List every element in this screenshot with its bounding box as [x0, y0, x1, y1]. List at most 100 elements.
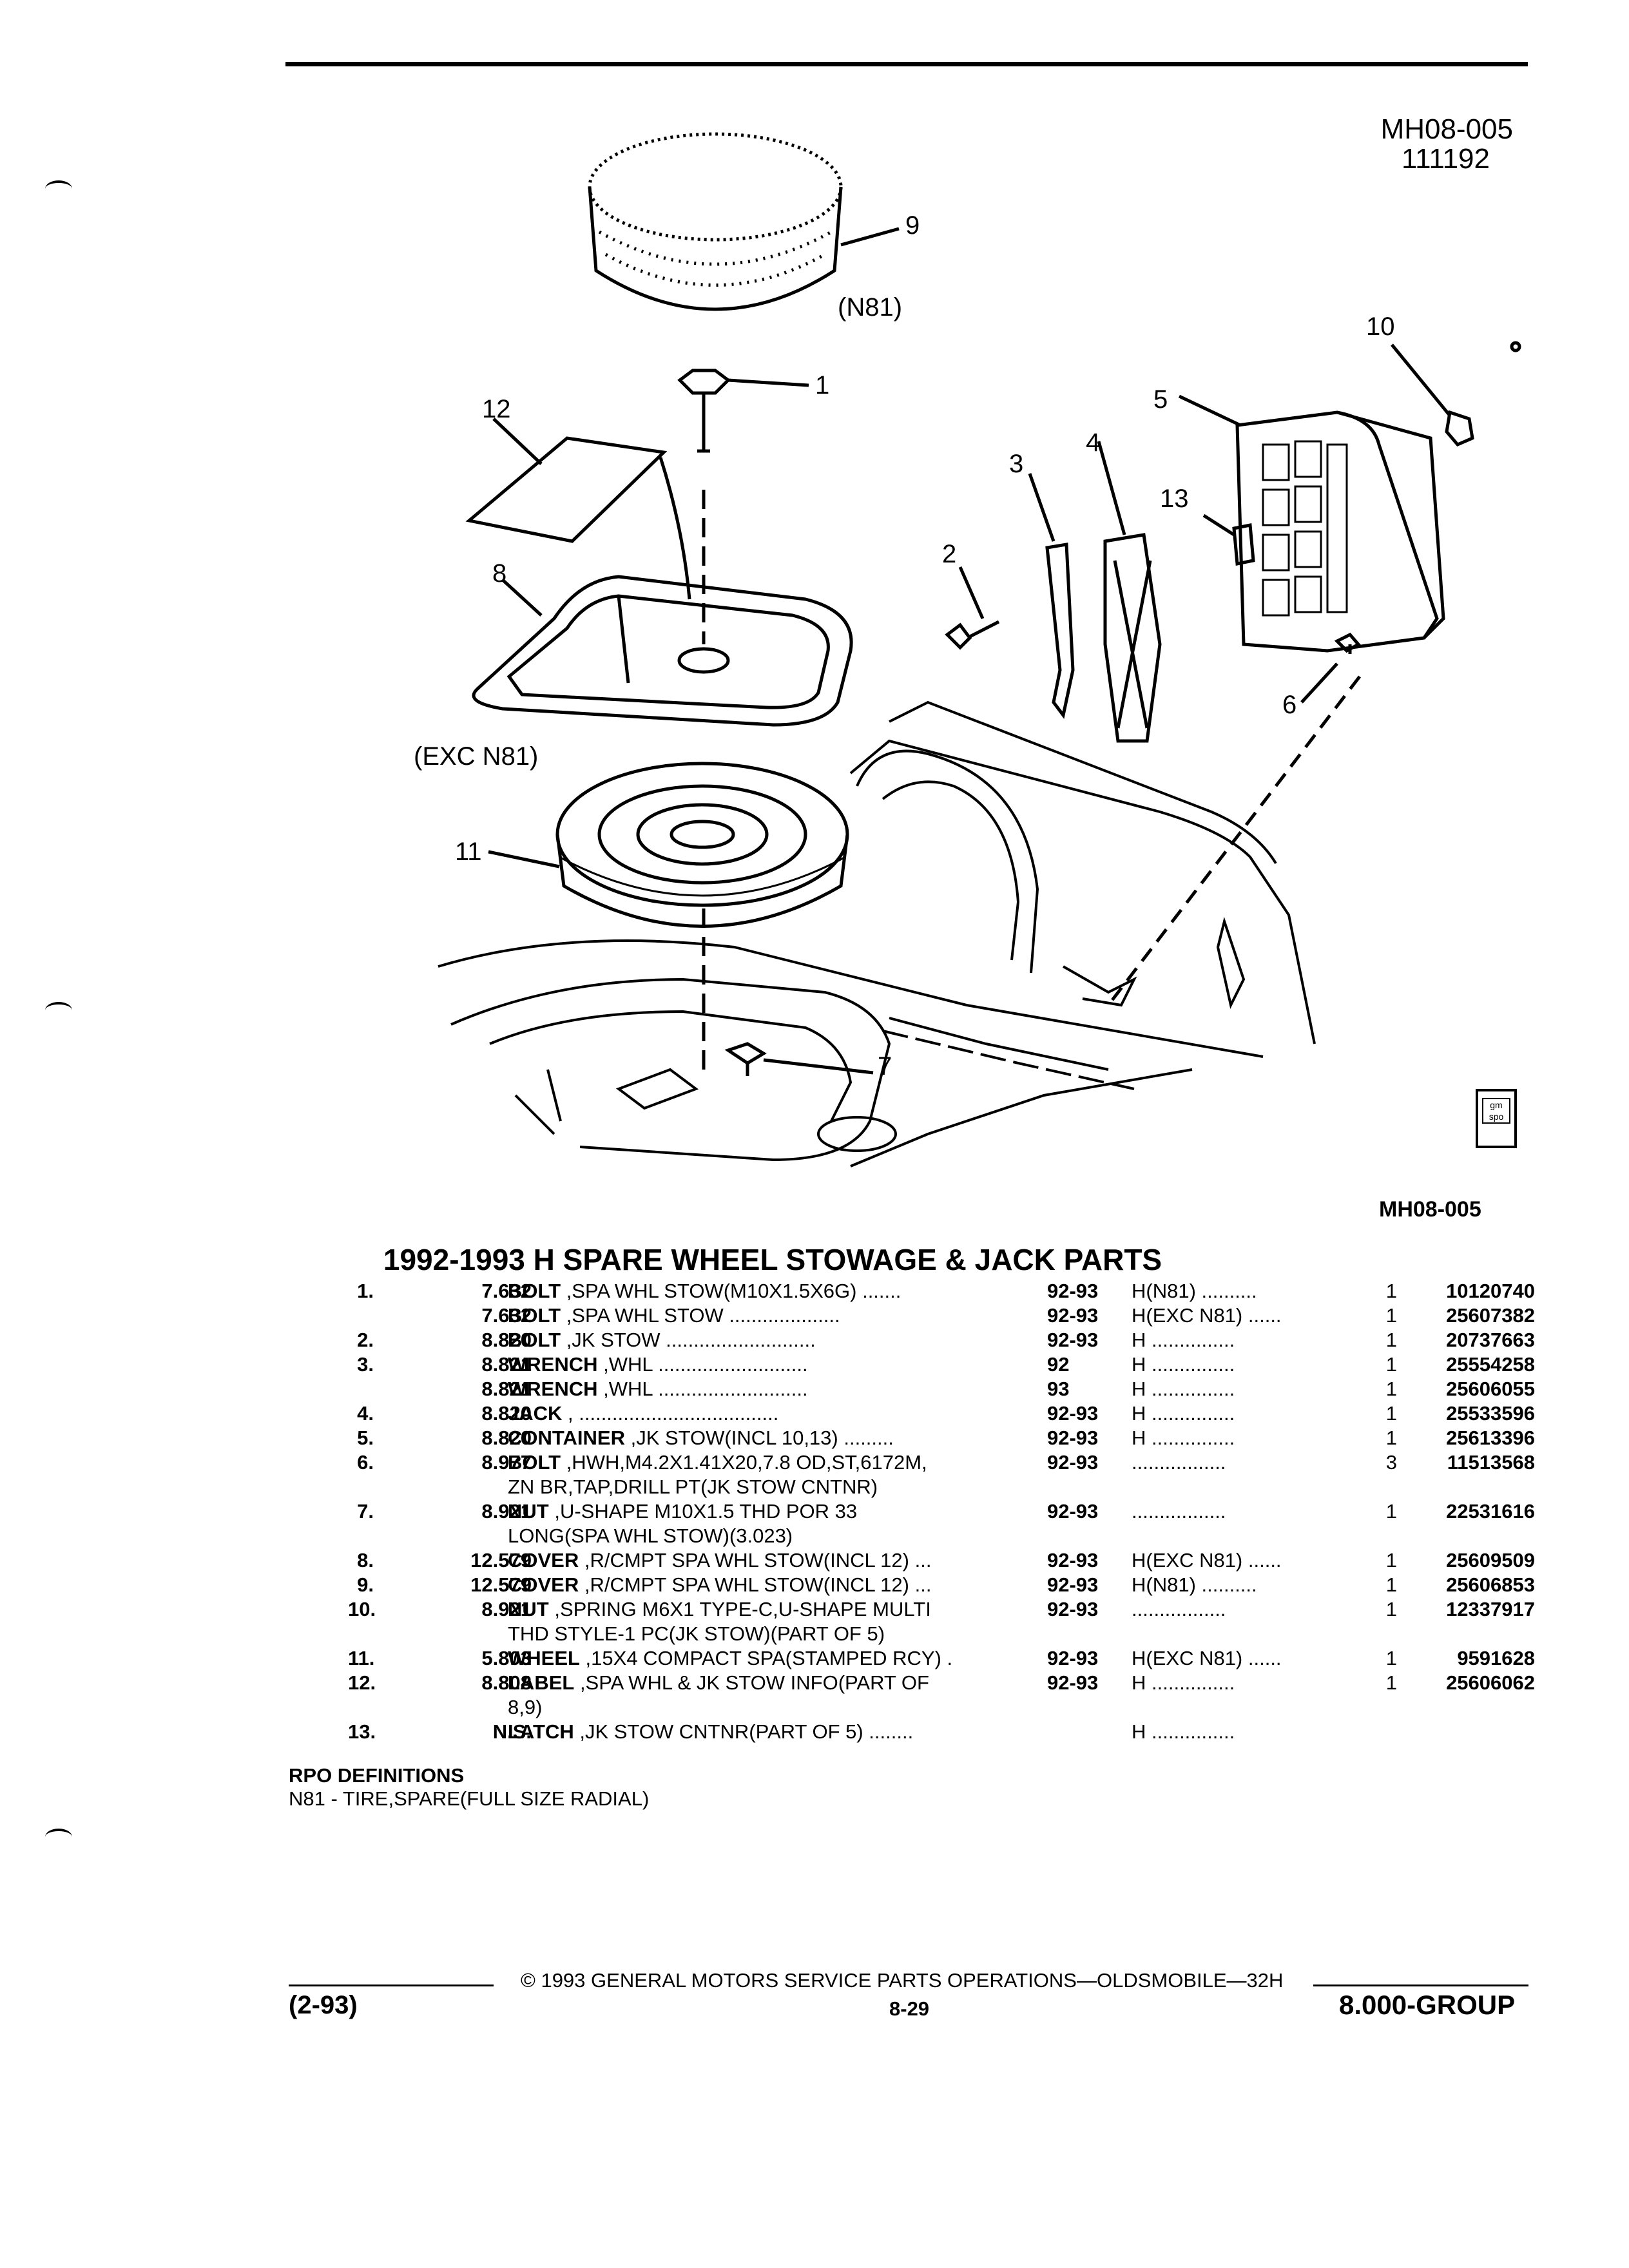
bolt-1: [677, 369, 731, 453]
part-detail: ,15X4 COMPACT SPA(STAMPED RCY) .: [579, 1647, 953, 1669]
model-usage: H(N81) ..........: [1132, 1280, 1257, 1302]
model-years: 92-93: [1047, 1402, 1099, 1425]
model-usage: .................: [1132, 1451, 1226, 1474]
quantity: 3: [1385, 1451, 1397, 1474]
callout-6: 6: [1282, 691, 1297, 719]
group-number: 7.632: [481, 1280, 532, 1302]
leader-13: [1202, 514, 1235, 537]
quantity: 1: [1385, 1329, 1397, 1351]
nut-7: [724, 1042, 767, 1076]
part-detail: ,SPA WHL & JK STOW INFO(PART OF: [574, 1671, 929, 1694]
margin-hole-mark: [45, 1829, 72, 1845]
item-number: 12.: [348, 1671, 376, 1694]
leader-6: [1300, 662, 1338, 704]
group-number: 8.820: [481, 1329, 532, 1351]
model-years: 92-93: [1047, 1427, 1099, 1449]
group-number: 12.579: [470, 1549, 532, 1571]
model-years: 92-93: [1047, 1671, 1099, 1694]
page-title: 1992-1993 H SPARE WHEEL STOWAGE & JACK P…: [383, 1243, 1162, 1276]
part-number: 25609509: [1446, 1549, 1535, 1571]
leader-12: [492, 418, 543, 465]
part-description: NUT ,U-SHAPE M10X1.5 THD POR 33: [508, 1499, 1049, 1524]
part-name: LABEL: [508, 1671, 575, 1694]
model-usage: H ...............: [1132, 1427, 1235, 1449]
quantity: 1: [1385, 1549, 1397, 1571]
rpo-definitions: RPO DEFINITIONS N81 - TIRE,SPARE(FULL SI…: [289, 1764, 649, 1811]
part-detail: ,SPRING M6X1 TYPE-C,U-SHAPE MULTI: [548, 1598, 931, 1620]
part-detail: , ....................................: [562, 1402, 779, 1425]
quantity: 1: [1385, 1402, 1397, 1425]
model-years: 92-93: [1047, 1280, 1099, 1302]
exploded-parts-diagram: [438, 132, 1521, 1168]
callout-1: 1: [815, 371, 830, 399]
group-number: 7.632: [481, 1304, 532, 1327]
group-number: 8.820: [481, 1402, 532, 1425]
leader-1: [728, 378, 809, 387]
part-number: 25613396: [1446, 1427, 1535, 1449]
part-description: COVER ,R/CMPT SPA WHL STOW(INCL 12) ...: [508, 1573, 1049, 1597]
parts-row-continuation: THD STYLE-1 PC(JK STOW)(PART OF 5): [0, 1622, 1629, 1646]
footer-rule-right: [1313, 1984, 1528, 1986]
model-years: 92-93: [1047, 1304, 1099, 1327]
group-number: 8.921: [481, 1598, 532, 1620]
model-usage: .................: [1132, 1598, 1226, 1620]
callout-5: 5: [1153, 385, 1168, 414]
part-detail: ,JK STOW(INCL 10,13) .........: [624, 1427, 894, 1449]
figure-date: 111192: [1401, 143, 1490, 175]
part-name: LATCH: [508, 1720, 574, 1743]
margin-hole-mark: [45, 1002, 72, 1019]
item-number: 4.: [357, 1402, 374, 1425]
item-number: 3.: [357, 1353, 374, 1376]
label-fold-line: [659, 457, 691, 600]
item-number: 13.: [348, 1720, 376, 1743]
item-number: 7.: [357, 1500, 374, 1523]
part-name: COVER: [508, 1573, 579, 1596]
part-name: WHEEL: [508, 1647, 580, 1669]
leader-2: [958, 566, 985, 620]
part-detail: ,JK STOW ...........................: [561, 1329, 816, 1351]
part-description: NUT ,SPRING M6X1 TYPE-C,U-SHAPE MULTI: [508, 1597, 1049, 1622]
callout-exc-n81: (EXC N81): [414, 742, 539, 771]
group-number: N.S.: [492, 1720, 532, 1743]
part-detail: ,U-SHAPE M10X1.5 THD POR 33: [548, 1500, 858, 1523]
parts-row-continuation: LONG(SPA WHL STOW)(3.023): [0, 1524, 1629, 1548]
part-description: THD STYLE-1 PC(JK STOW)(PART OF 5): [508, 1622, 1049, 1646]
item-number: 8.: [357, 1549, 374, 1571]
top-rule: [285, 62, 1528, 66]
model-years: 92-93: [1047, 1598, 1099, 1620]
quantity: 1: [1385, 1427, 1397, 1449]
part-name: WRENCH: [508, 1378, 598, 1400]
model-years: 92: [1047, 1353, 1070, 1376]
container-mount-axis: [1107, 675, 1361, 1006]
latch-13: [1232, 523, 1255, 566]
item-number: 9.: [357, 1573, 374, 1596]
model-usage: H(EXC N81) ......: [1132, 1549, 1282, 1571]
part-detail: ,SPA WHL STOW ....................: [561, 1304, 840, 1327]
part-name: JACK: [508, 1402, 563, 1425]
part-number: 25533596: [1446, 1402, 1535, 1425]
part-description: LATCH ,JK STOW CNTNR(PART OF 5) ........: [508, 1720, 1049, 1744]
callout-7: 7: [878, 1052, 892, 1081]
parts-row-continuation: ZN BR,TAP,DRILL PT(JK STOW CNTNR): [0, 1475, 1629, 1499]
item-number: 6.: [357, 1451, 374, 1474]
bolt-6: [1334, 632, 1361, 654]
part-name: WRENCH: [508, 1353, 598, 1376]
part-detail: THD STYLE-1 PC(JK STOW)(PART OF 5): [508, 1622, 885, 1645]
figure-code: MH08-005: [1380, 113, 1513, 145]
quantity: 1: [1385, 1671, 1397, 1694]
group-number: 12.579: [470, 1573, 532, 1596]
group-number: 8.977: [481, 1451, 532, 1474]
part-description: 8,9): [508, 1695, 1049, 1720]
model-usage: H ...............: [1132, 1378, 1235, 1400]
callout-12: 12: [482, 395, 511, 423]
part-detail: ,SPA WHL STOW(M10X1.5X6G) .......: [561, 1280, 901, 1302]
group-number: 5.803: [481, 1647, 532, 1669]
footer-group: 8.000-GROUP: [1339, 1990, 1516, 2020]
model-years: 92-93: [1047, 1573, 1099, 1596]
quantity: 1: [1385, 1353, 1397, 1376]
part-detail: LONG(SPA WHL STOW)(3.023): [508, 1524, 793, 1547]
